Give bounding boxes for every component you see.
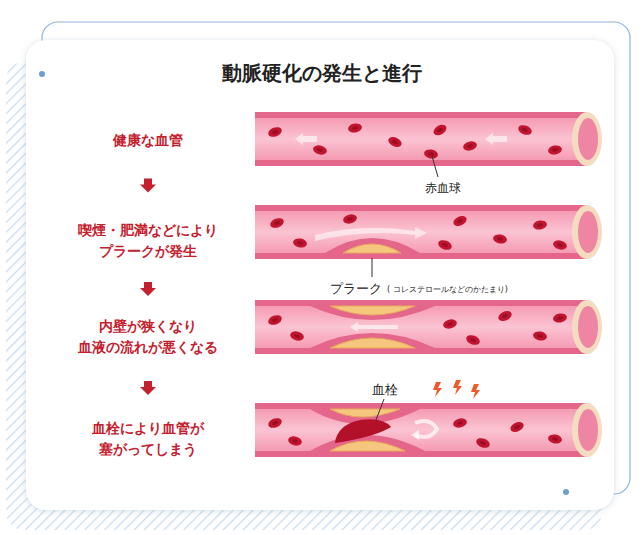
step-text: 内壁が狭くなり 血液の流れが悪くなる — [48, 316, 248, 358]
thrombus — [335, 419, 391, 443]
pain-marks — [433, 380, 480, 399]
leader-line — [432, 156, 438, 177]
diagram-title: 動脈硬化の発生と進行 — [0, 60, 643, 87]
step-text: 血栓により血管が 塞がってしまう — [48, 418, 248, 460]
frame-dot — [563, 489, 569, 495]
narrowed-vessel — [255, 300, 602, 354]
step-text-box: 健康な血管 — [48, 130, 248, 151]
step-arrow — [140, 179, 156, 193]
step-text-box: 内壁が狭くなり 血液の流れが悪くなる — [48, 316, 248, 358]
step-text: 健康な血管 — [48, 130, 248, 151]
healthy-vessel — [255, 112, 602, 166]
callout-label: 血栓 — [372, 381, 398, 399]
callout-label: プラーク — [330, 280, 382, 298]
step-text-box: 喫煙・肥満などにより プラークが発生 — [48, 220, 248, 262]
step-arrow — [140, 282, 156, 296]
frame-dot — [39, 71, 45, 77]
callout-label: 赤血球 — [425, 180, 461, 197]
leader-line — [372, 258, 373, 277]
step-arrow — [140, 381, 156, 395]
step-text: 喫煙・肥満などにより プラークが発生 — [48, 220, 248, 262]
leader-line — [376, 399, 384, 420]
plaque-vessel — [255, 205, 602, 259]
blocked-vessel — [255, 403, 602, 457]
step-text-box: 血栓により血管が 塞がってしまう — [48, 418, 248, 460]
white-card — [26, 40, 614, 510]
callout-label: ( コレステロールなどのかたまり) — [387, 284, 508, 295]
